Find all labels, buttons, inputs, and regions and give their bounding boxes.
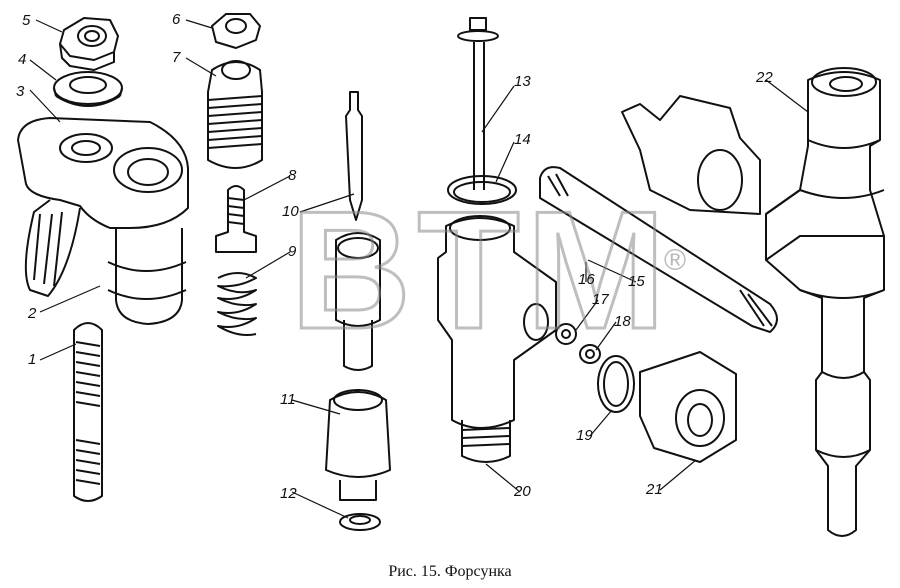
callout-17: 17 [592, 291, 609, 308]
callout-2: 2 [28, 305, 37, 322]
callout-7: 7 [172, 49, 181, 66]
callout-10: 10 [282, 203, 299, 220]
upper-fitting [621, 95, 761, 215]
callout-13: 13 [514, 73, 531, 90]
callout-6: 6 [172, 11, 181, 28]
part-5-nut [59, 17, 119, 71]
part-15-16-fuel-pipe [539, 166, 778, 333]
callout-22: 22 [756, 69, 773, 86]
callout-14: 14 [514, 131, 531, 148]
part-18-nut [579, 344, 601, 364]
part-11-nozzle-nut [325, 389, 391, 501]
part-4-washer [53, 71, 123, 107]
callout-19: 19 [576, 427, 593, 444]
part-19-gasket [597, 355, 635, 413]
part-7-sleeve [207, 60, 263, 169]
part-6-nut [211, 13, 261, 49]
callout-9: 9 [288, 243, 297, 260]
part-22-assembled-injector [765, 67, 885, 537]
part-2-3-bracket [17, 117, 189, 325]
callout-3: 3 [16, 83, 25, 100]
callout-11: 11 [280, 391, 296, 408]
part-10-valve [335, 91, 381, 371]
callout-1: 1 [28, 351, 37, 368]
part-1-stud [73, 322, 103, 502]
part-9-spring [217, 272, 257, 336]
callout-21: 21 [646, 481, 663, 498]
leader-lines [29, 19, 809, 519]
callout-16: 16 [578, 271, 595, 288]
callout-20: 20 [514, 483, 531, 500]
part-21-fitting [639, 351, 737, 463]
part-17-washer [555, 323, 577, 345]
callout-12: 12 [280, 485, 297, 502]
part-12-washer [339, 513, 381, 531]
part-14-ring [447, 175, 517, 205]
callout-15: 15 [628, 273, 645, 290]
part-20-injector-body [437, 215, 557, 463]
callout-18: 18 [614, 313, 631, 330]
callout-4: 4 [18, 51, 27, 68]
part-8-spindle [215, 185, 257, 253]
part-13-rod [457, 17, 499, 190]
callout-8: 8 [288, 167, 297, 184]
callout-5: 5 [22, 12, 31, 29]
figure-caption: Рис. 15. Форсунка [388, 563, 512, 580]
